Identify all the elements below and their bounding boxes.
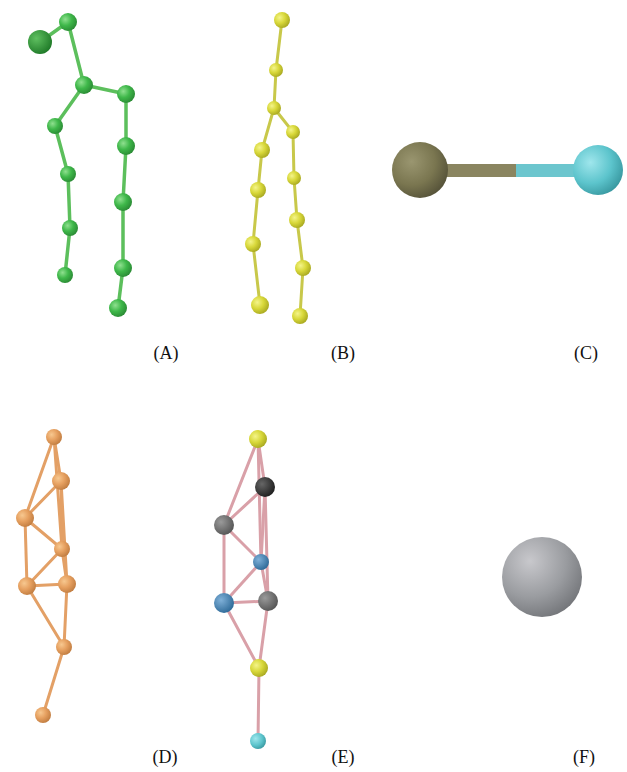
panel-label: (D): [153, 748, 178, 766]
panel-label: (A): [154, 344, 179, 362]
skeleton-a: [28, 13, 135, 317]
atom-f: [502, 537, 582, 617]
panel-label: (F): [573, 748, 595, 766]
panel-label: (C): [574, 344, 598, 362]
skeleton-b: [245, 12, 311, 324]
mesh-e: [214, 430, 278, 749]
bond-c: [392, 142, 623, 198]
mesh-d: [16, 429, 76, 723]
panel-label: (E): [332, 748, 355, 766]
panel-label: (B): [331, 344, 355, 362]
